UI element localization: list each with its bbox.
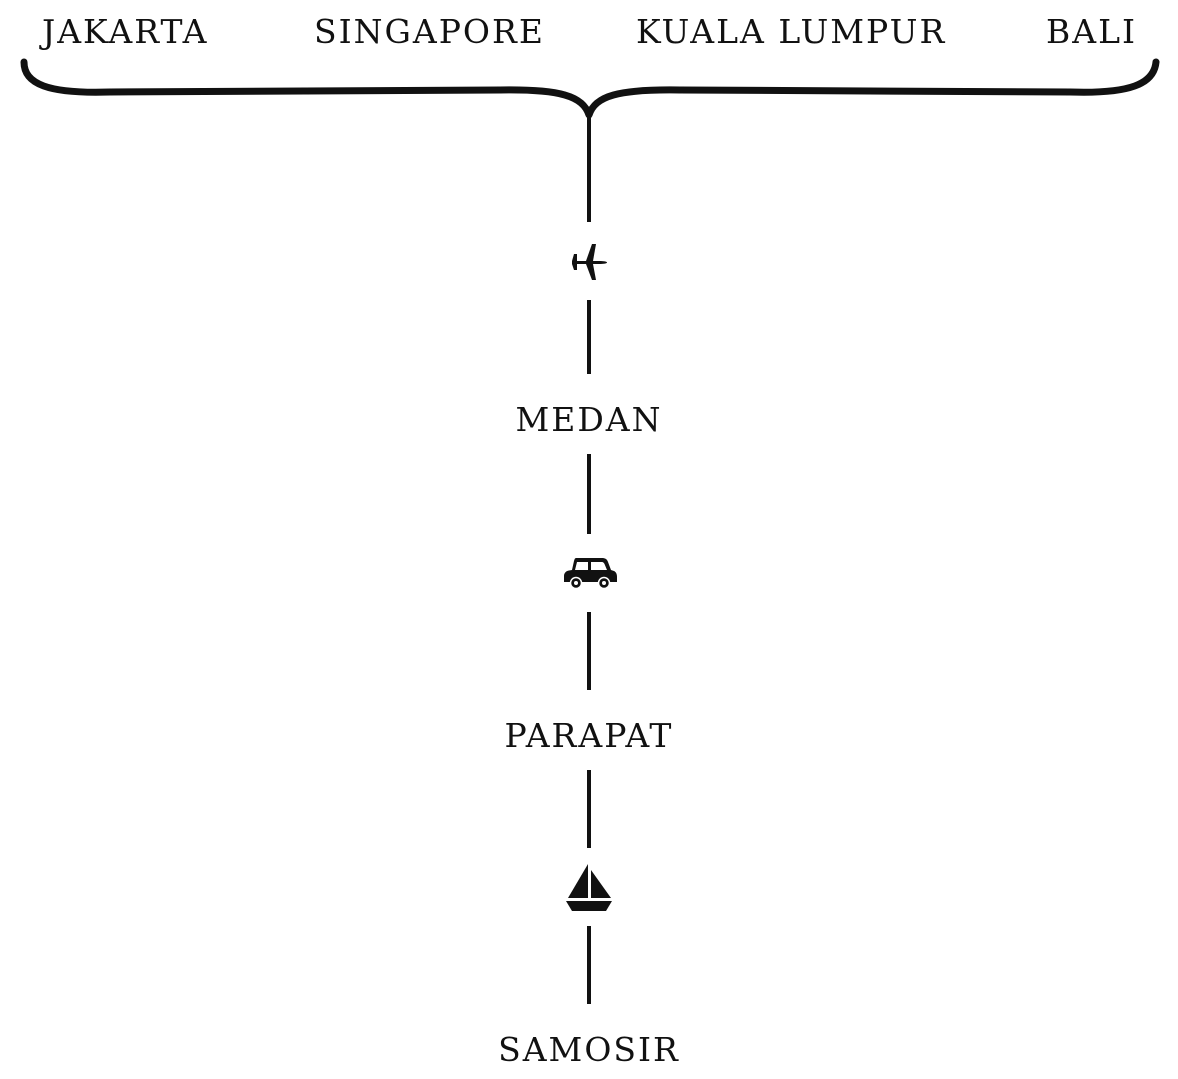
origin-jakarta: JAKARTA xyxy=(42,12,209,51)
car-icon xyxy=(564,558,617,590)
route-line-segment xyxy=(587,770,591,848)
route-line-segment xyxy=(587,454,591,534)
airplane-icon xyxy=(572,244,607,280)
stop-medan: MEDAN xyxy=(515,400,663,439)
route-line-segment xyxy=(587,612,591,690)
curly-brace xyxy=(20,58,1160,119)
route-line-segment xyxy=(587,926,591,1004)
origin-singapore: SINGAPORE xyxy=(314,12,545,51)
route-line-segment xyxy=(587,300,591,374)
origin-kuala-lumpur: KUALA LUMPUR xyxy=(636,12,947,51)
stop-parapat: PARAPAT xyxy=(504,716,674,755)
origin-bali: BALI xyxy=(1046,12,1138,51)
sailboat-icon xyxy=(566,864,612,911)
stop-samosir: SAMOSIR xyxy=(498,1030,680,1069)
route-line-segment xyxy=(587,112,591,222)
